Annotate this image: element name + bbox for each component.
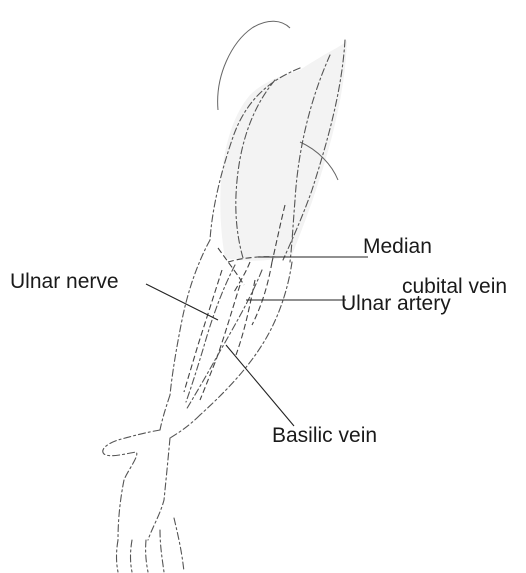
- hand-palm-outline: [148, 438, 170, 540]
- upper-arm-shading: [220, 40, 347, 261]
- wrist-outline: [160, 395, 200, 438]
- ulnar-artery-path: [236, 280, 255, 355]
- finger-outline-2: [131, 540, 133, 572]
- basilic-vein-path: [200, 285, 240, 400]
- forearm-mid-outline-1: [186, 270, 262, 410]
- leader-ulnar-nerve: [146, 284, 218, 320]
- median-cubital-vein-label-line1: Median: [363, 236, 432, 257]
- basilic-vein-label: Basilic vein: [272, 425, 377, 446]
- leader-basilic-vein: [226, 345, 294, 426]
- thumb-outline: [103, 430, 160, 480]
- ulnar-artery-label: Ulnar artery: [341, 293, 451, 314]
- ulnar-nerve-label: Ulnar nerve: [10, 271, 119, 292]
- finger-outline-3: [146, 540, 148, 572]
- palm-back-outline: [118, 480, 124, 540]
- forearm-inner-outline: [200, 262, 292, 415]
- elbow-crossing-2: [234, 262, 250, 292]
- finger-outline-4: [160, 530, 164, 572]
- ulnar-nerve-path: [184, 270, 222, 392]
- forearm-mid-outline-2: [186, 265, 235, 402]
- finger-outline-1: [117, 540, 119, 572]
- forearm-outer-outline: [170, 240, 210, 395]
- finger-outline-5: [174, 518, 184, 572]
